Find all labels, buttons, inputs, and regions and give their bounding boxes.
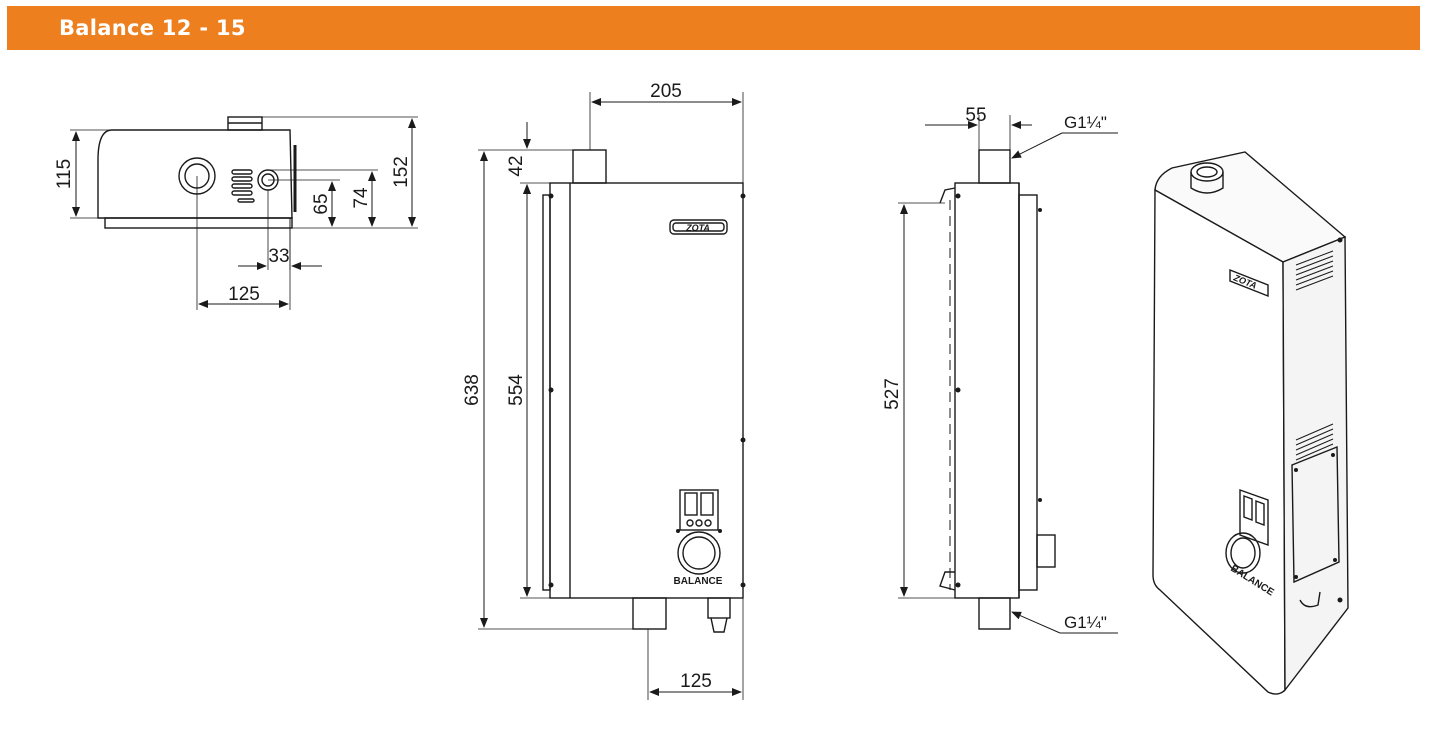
front-view-outlet-pipe	[572, 149, 607, 184]
dim-55: 55	[965, 105, 986, 126]
dim-205: 205	[650, 81, 682, 102]
front-view-inlet-pipe	[632, 597, 667, 630]
dim-125-top: 125	[228, 284, 260, 305]
iso-vent-bottom	[1295, 423, 1334, 461]
dim-125-front: 125	[680, 671, 712, 692]
iso-vent-top	[1295, 250, 1334, 291]
iso-switch-panel	[1239, 489, 1269, 546]
dim-65: 65	[311, 193, 332, 214]
section-title: Balance 12 - 15	[59, 16, 246, 40]
front-view-logo-badge	[669, 219, 728, 235]
front-view-cable-gland	[707, 597, 731, 619]
side-view-cable-gland	[1036, 534, 1056, 568]
top-view	[70, 116, 418, 310]
dim-33: 33	[268, 246, 289, 267]
front-view	[478, 92, 746, 700]
front-view-brand: ZOTA	[685, 223, 710, 233]
top-view-body-outline	[97, 129, 293, 219]
iso-thermostat-dial	[1225, 532, 1261, 574]
side-view	[898, 115, 1118, 634]
iso-outlet-pipe-top	[1190, 162, 1224, 182]
front-view-switch-panel	[679, 489, 719, 531]
top-view-base	[104, 217, 293, 229]
isometric-view	[1152, 151, 1349, 695]
dim-152: 152	[391, 156, 412, 188]
dim-115: 115	[54, 159, 75, 189]
iso-logo-badge	[1229, 268, 1269, 298]
side-view-inlet-pipe	[978, 597, 1011, 630]
front-view-body	[549, 182, 744, 599]
front-view-mount-rail	[542, 194, 551, 591]
thread-label-top: G1¼"	[1064, 113, 1107, 132]
dim-527: 527	[882, 378, 903, 410]
iso-side-face	[1282, 235, 1349, 693]
dim-74: 74	[351, 187, 372, 209]
section-header: Balance 12 - 15	[7, 6, 1420, 50]
side-view-body	[954, 182, 1020, 599]
dim-42: 42	[506, 155, 527, 176]
iso-side-panel	[1291, 445, 1340, 584]
front-view-model-label: BALANCE	[674, 576, 723, 587]
iso-front-face	[1152, 188, 1286, 695]
side-view-depth-panel	[1018, 194, 1038, 591]
iso-bottom-pipe	[1299, 591, 1321, 608]
dim-554: 554	[506, 374, 527, 406]
thread-label-bottom: G1¼"	[1064, 613, 1107, 632]
front-view-thermostat-dial	[677, 531, 721, 575]
side-view-bottom-hook	[939, 571, 956, 591]
dim-638: 638	[462, 374, 483, 406]
side-view-top-hook	[939, 187, 956, 204]
side-view-outlet-pipe	[978, 149, 1011, 184]
